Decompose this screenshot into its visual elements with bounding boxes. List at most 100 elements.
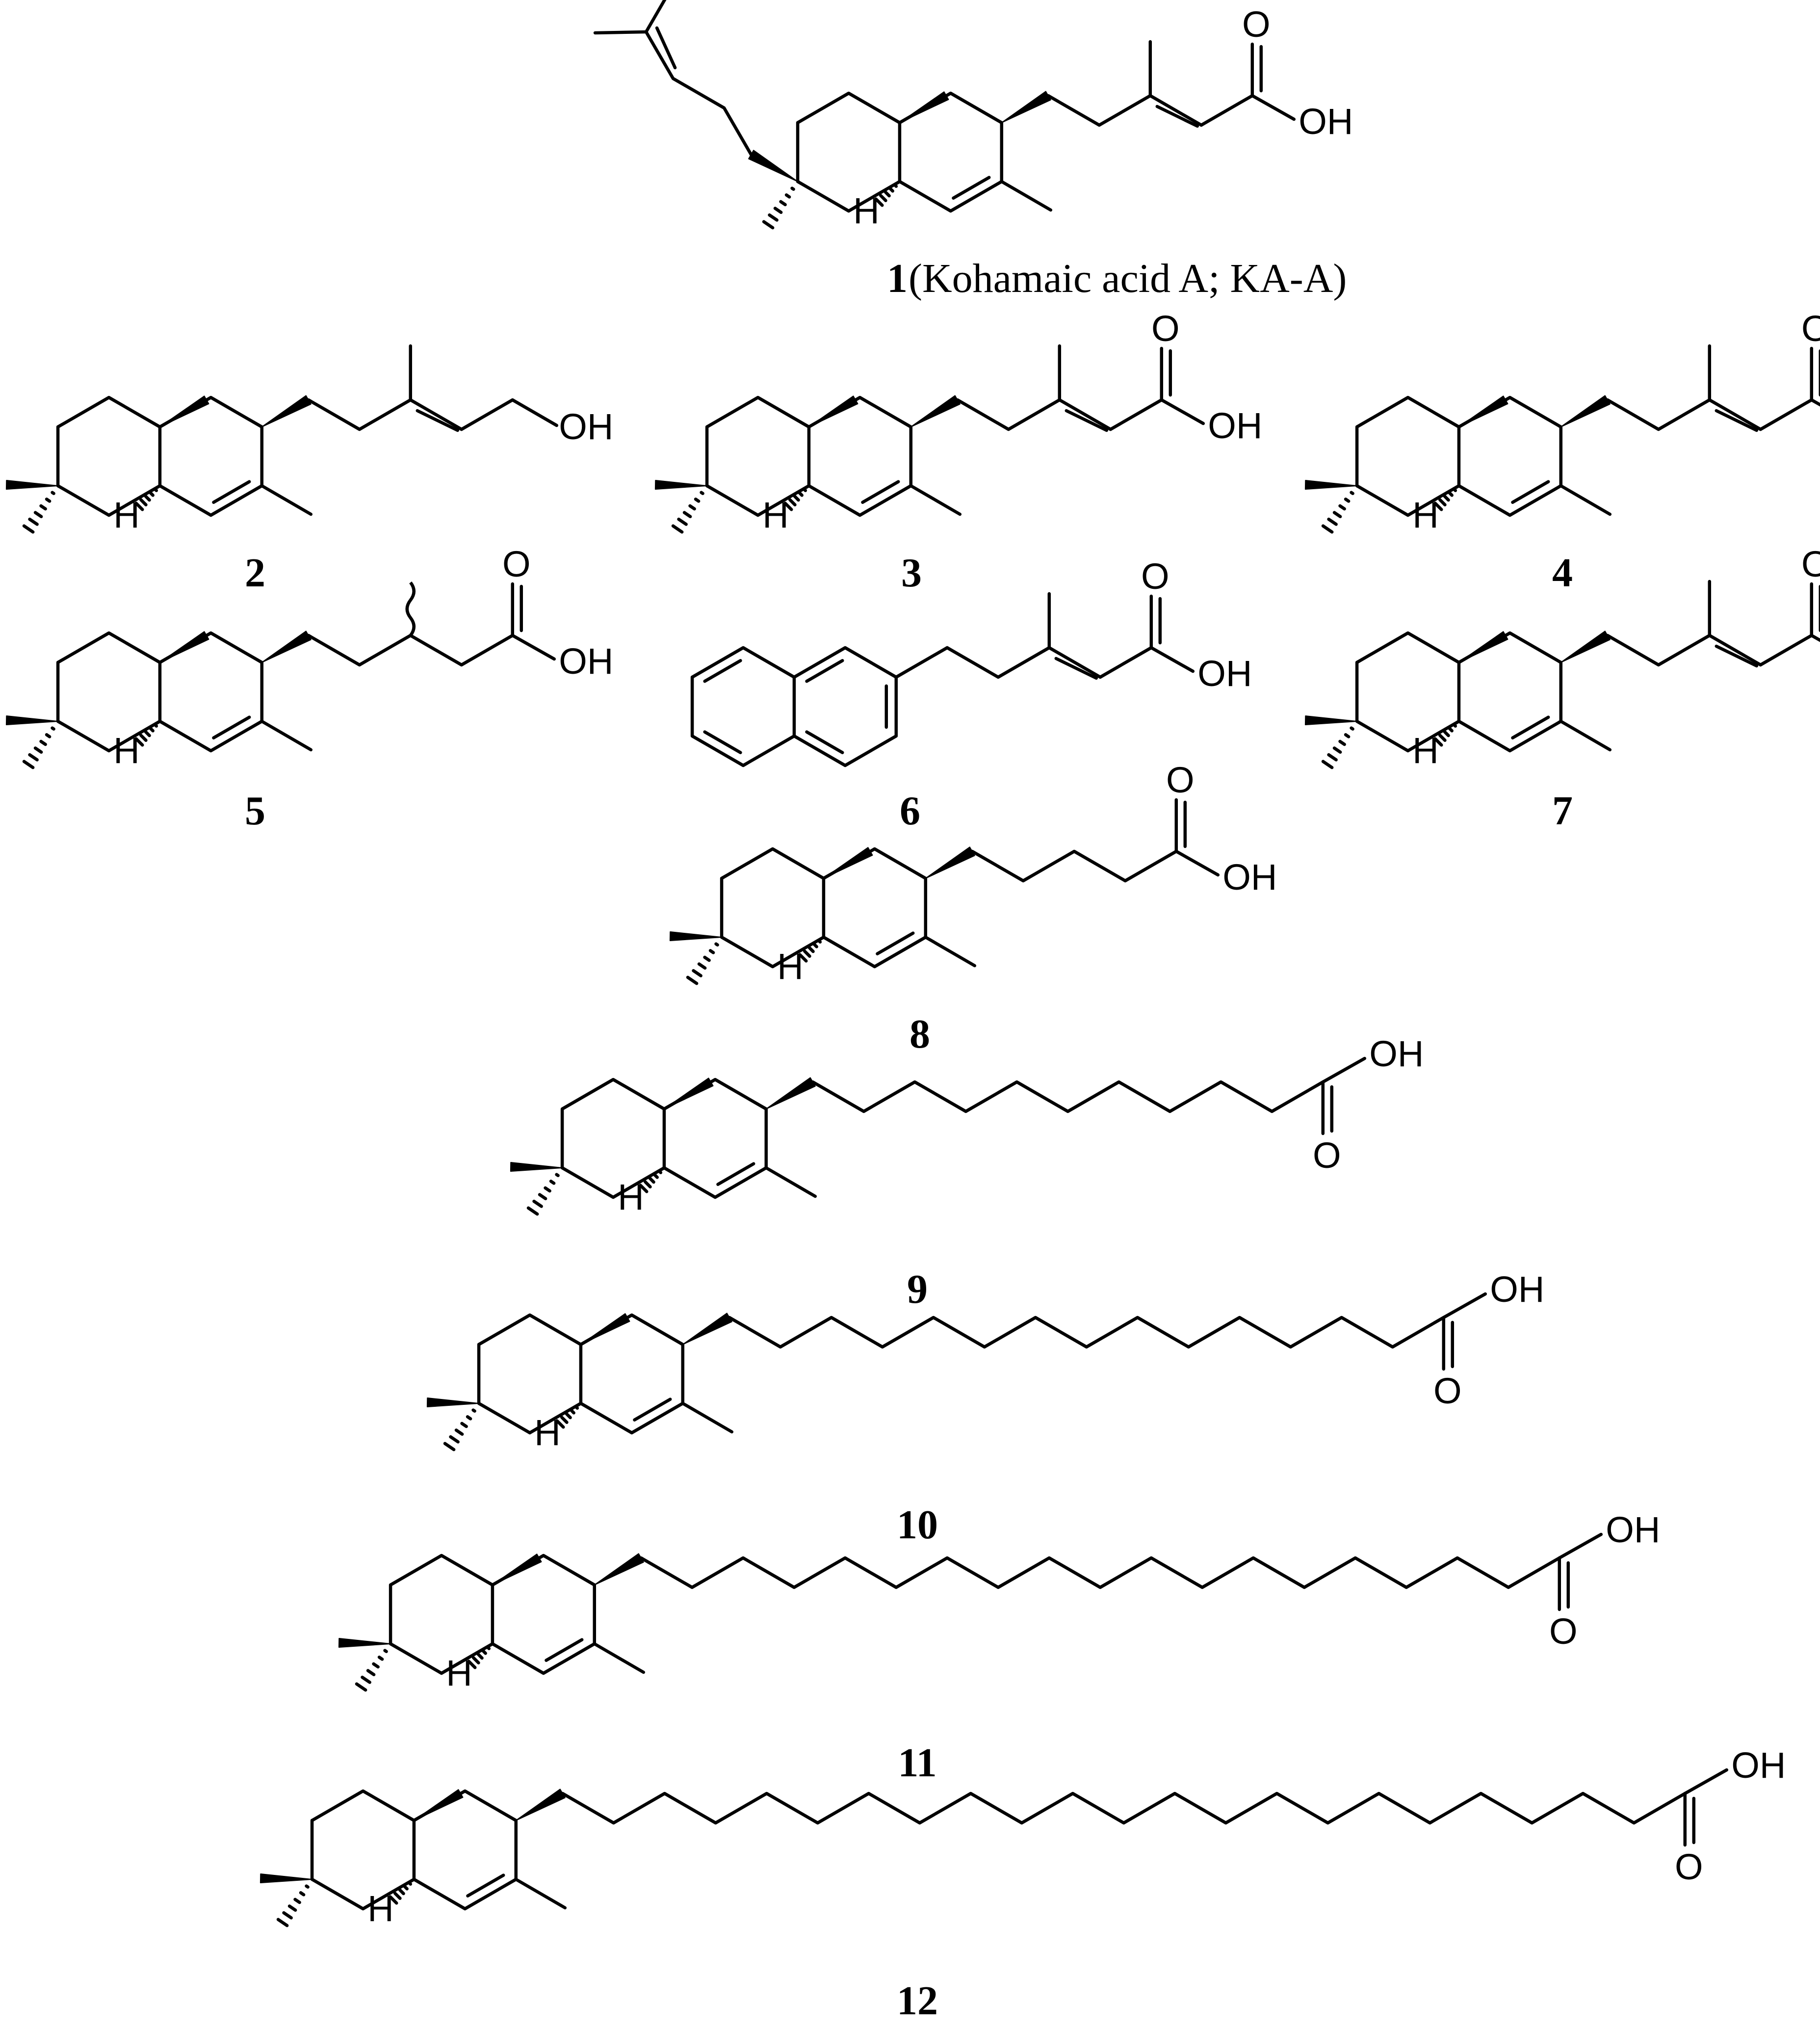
naphthalene-ring-a bbox=[690, 646, 796, 767]
wedge-bond bbox=[159, 395, 209, 427]
methyl-bond bbox=[764, 1166, 817, 1198]
ring-a bbox=[1355, 631, 1461, 753]
wedge-bond bbox=[261, 395, 312, 427]
hydrogen-label: H bbox=[367, 1888, 393, 1929]
ring-b bbox=[158, 395, 264, 517]
ring-b bbox=[579, 1313, 685, 1435]
side-chain bbox=[728, 1316, 1446, 1349]
hydrogen-label: H bbox=[113, 730, 139, 771]
hash-bond bbox=[807, 946, 815, 953]
alkene-bond bbox=[1047, 646, 1102, 679]
hash-bond bbox=[714, 942, 719, 947]
wedge-bond bbox=[510, 1162, 563, 1172]
hash-bond bbox=[1438, 734, 1447, 742]
alkene-bond bbox=[1058, 398, 1113, 431]
hash-bond bbox=[692, 969, 702, 977]
hash-bond bbox=[1327, 517, 1338, 526]
hash-bond bbox=[471, 1656, 480, 1664]
double-bond bbox=[876, 931, 915, 955]
hash-bond bbox=[22, 524, 35, 534]
oxygen-label: O bbox=[1141, 556, 1170, 597]
hash-bond bbox=[773, 207, 783, 214]
double-bond bbox=[716, 1162, 755, 1186]
hash-bond bbox=[51, 491, 55, 495]
hash-bond bbox=[708, 949, 715, 954]
hash-bond bbox=[888, 187, 894, 193]
hydroxyl-bond bbox=[1250, 94, 1296, 121]
hydroxyl-label: OH bbox=[1369, 1033, 1424, 1074]
wedge-bond bbox=[261, 631, 312, 663]
side-chain bbox=[460, 398, 515, 431]
naphthalene-ring-b bbox=[792, 646, 898, 767]
hash-bond bbox=[293, 1897, 301, 1904]
hash-bond bbox=[1344, 733, 1351, 738]
compound-name: (Kohamaic acid A; KA-A) bbox=[909, 256, 1347, 301]
double-bond bbox=[1065, 409, 1109, 432]
oxygen-label: O bbox=[1433, 1370, 1462, 1411]
wedge-bond bbox=[1458, 395, 1508, 427]
hash-bond bbox=[793, 495, 800, 502]
hash-bond bbox=[549, 1180, 556, 1185]
hydrogen-label: H bbox=[762, 495, 788, 535]
hydrogen-label: H bbox=[853, 190, 879, 231]
ring-a bbox=[1355, 395, 1461, 517]
hash-bond bbox=[1321, 760, 1334, 769]
double-bond bbox=[466, 1873, 505, 1897]
hash-bond bbox=[1448, 727, 1454, 733]
hash-bond bbox=[538, 1193, 547, 1201]
ring-a bbox=[310, 1789, 416, 1911]
ring-a bbox=[477, 1313, 583, 1435]
hash-bond bbox=[639, 1184, 649, 1193]
ring-a bbox=[705, 395, 811, 517]
wedge-bond bbox=[426, 1397, 480, 1407]
hash-bond bbox=[486, 1645, 491, 1650]
hash-bond bbox=[694, 498, 701, 503]
hash-bond bbox=[884, 190, 891, 198]
wedge-bond bbox=[925, 846, 975, 879]
side-chain bbox=[956, 398, 1062, 431]
hash-bond bbox=[574, 1405, 579, 1410]
wedge-bond bbox=[159, 631, 209, 663]
side-chain bbox=[1606, 398, 1712, 431]
hash-bond bbox=[1338, 739, 1346, 746]
side-chain bbox=[1606, 633, 1712, 667]
hydroxyl-label: OH bbox=[1299, 101, 1353, 142]
double-bond bbox=[633, 1397, 672, 1422]
hash-bond bbox=[389, 1895, 398, 1905]
alkene-bond bbox=[1708, 633, 1763, 667]
hash-bond bbox=[454, 1428, 464, 1436]
methyl-bond bbox=[681, 1401, 734, 1434]
hash-bond bbox=[762, 220, 775, 230]
methyl-bond bbox=[924, 935, 977, 968]
hash-bond bbox=[784, 193, 791, 199]
hash-bond bbox=[768, 213, 779, 222]
oxygen-label: O bbox=[1801, 544, 1820, 584]
side-chain bbox=[307, 633, 515, 667]
hash-bond bbox=[481, 1649, 487, 1655]
hydroxyl-bond bbox=[1810, 633, 1820, 642]
compound-number: 6 bbox=[900, 788, 920, 834]
wedge-bond bbox=[413, 1789, 464, 1821]
hash-bond bbox=[403, 1885, 409, 1891]
compound-number: 2 bbox=[245, 550, 265, 596]
hash-bond bbox=[45, 498, 52, 503]
methyl-bond bbox=[514, 1877, 567, 1910]
hash-bond bbox=[790, 186, 795, 191]
hydroxyl-bond bbox=[1683, 1768, 1729, 1795]
ring-b bbox=[822, 847, 928, 969]
ring-a bbox=[56, 631, 162, 753]
alkene-bond bbox=[1708, 398, 1763, 431]
ring-b bbox=[491, 1554, 597, 1675]
hash-bond bbox=[28, 753, 39, 762]
oxygen-label: O bbox=[502, 544, 531, 584]
alkene-bond bbox=[1148, 94, 1203, 127]
methyl-bond bbox=[1000, 180, 1053, 212]
ring-b bbox=[1457, 395, 1563, 517]
double-bond bbox=[1715, 644, 1759, 668]
ring-a bbox=[796, 91, 902, 213]
double-bond bbox=[1155, 105, 1199, 128]
wedge-bond bbox=[1560, 631, 1611, 663]
hash-bond bbox=[39, 739, 47, 746]
hash-bond bbox=[305, 1884, 310, 1889]
double-bond bbox=[545, 1638, 584, 1662]
